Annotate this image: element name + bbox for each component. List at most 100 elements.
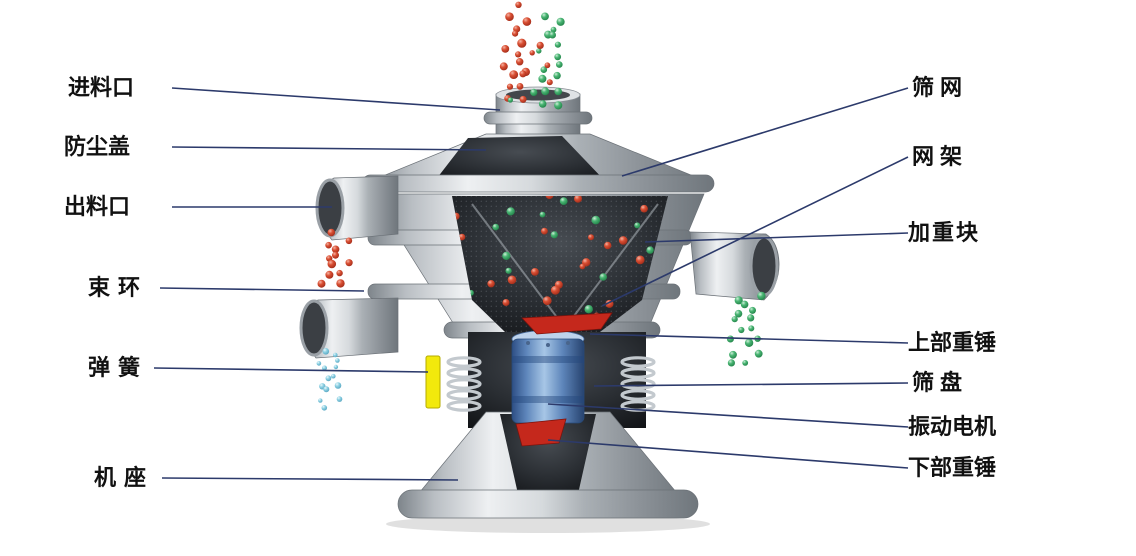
particle	[502, 299, 510, 306]
label-weight-block: 加重块	[908, 220, 981, 245]
particle	[731, 316, 738, 323]
lower-hammer-weight	[515, 418, 567, 447]
particle	[550, 285, 560, 295]
particle	[640, 204, 648, 213]
label-mesh-frame: 网架	[912, 144, 969, 169]
spring-highlight-bar	[425, 355, 441, 409]
label-machine-base: 机座	[94, 465, 155, 490]
leader-upper-hammer	[589, 333, 909, 344]
particle	[541, 12, 549, 21]
particle	[554, 101, 563, 110]
particle	[331, 373, 336, 379]
particle	[336, 269, 343, 277]
particle	[325, 375, 332, 382]
leader-vibration-motor	[547, 403, 909, 428]
particle	[507, 275, 517, 285]
label-upper-hammer: 上部重锤	[908, 330, 997, 355]
particle	[734, 309, 743, 318]
particle	[541, 87, 550, 96]
particle	[574, 196, 582, 203]
particle	[549, 31, 556, 39]
particle	[545, 196, 554, 199]
discharge-spout-right	[689, 231, 780, 301]
particles-left-outlet	[317, 228, 353, 288]
label-lower-hammer: 下部重锤	[908, 455, 997, 480]
particle	[321, 405, 328, 411]
particle	[729, 350, 737, 359]
particle	[748, 325, 755, 332]
particle	[322, 365, 327, 371]
particle	[635, 255, 645, 265]
particle	[507, 97, 513, 103]
particle	[335, 358, 340, 363]
leader-feed-inlet	[171, 87, 501, 111]
particle	[531, 268, 539, 276]
particle	[519, 95, 527, 103]
particle	[336, 396, 343, 402]
leader-lines	[153, 87, 909, 481]
particle	[539, 211, 546, 218]
particle	[747, 314, 755, 322]
particle	[744, 338, 754, 347]
spring-coil-right	[620, 356, 656, 412]
particles-right-outlet	[726, 291, 766, 367]
discharge-spout-lower-left	[299, 297, 399, 359]
particle	[646, 246, 654, 254]
particle	[334, 382, 342, 389]
leader-machine-base	[161, 477, 459, 481]
leader-screen-mesh	[621, 87, 909, 177]
vibrating-sieve-machine	[299, 1, 780, 533]
particle	[554, 41, 562, 48]
particle	[559, 197, 568, 206]
particle	[536, 48, 542, 54]
particle	[554, 53, 562, 61]
particle	[550, 26, 557, 33]
particle	[754, 349, 763, 358]
particle	[509, 70, 519, 79]
particle	[634, 222, 641, 229]
particle	[588, 234, 594, 241]
particle	[522, 17, 532, 26]
label-discharge-outlet: 出料口	[64, 194, 131, 219]
particle	[327, 228, 336, 237]
particle	[734, 296, 743, 305]
particle	[345, 259, 353, 267]
suspension-springs	[425, 355, 656, 412]
leader-mesh-frame	[601, 156, 909, 307]
discharge-spout-upper-left	[315, 175, 399, 241]
particle	[515, 51, 522, 58]
particle	[538, 74, 547, 83]
particle	[516, 58, 524, 66]
particle	[546, 79, 553, 86]
cutaway-interior	[452, 196, 668, 332]
particle	[505, 267, 512, 274]
vibration-motor-assembly	[511, 330, 585, 424]
particle	[738, 326, 745, 334]
particle	[550, 231, 558, 239]
particle	[322, 348, 330, 355]
particle	[516, 83, 524, 90]
particle	[529, 50, 535, 56]
particle	[317, 279, 326, 288]
particle	[325, 270, 334, 279]
particle	[502, 251, 511, 260]
spring-coil-left	[446, 356, 482, 412]
cover-rim-ring	[361, 174, 715, 193]
particle	[318, 398, 323, 403]
particle	[538, 100, 547, 108]
leader-spring	[153, 367, 429, 373]
label-screen-mesh: 筛网	[912, 75, 969, 100]
particle	[604, 241, 612, 250]
particle-stream-green	[536, 12, 565, 110]
particle	[506, 207, 515, 216]
particle	[492, 223, 500, 231]
mesh-funnel-edge-right	[573, 203, 659, 317]
machine-base-body	[386, 411, 710, 533]
mesh-funnel-edge-left	[471, 203, 557, 317]
upper-hammer-weight	[521, 312, 613, 335]
particle	[332, 251, 339, 259]
particle	[618, 236, 628, 245]
particle	[591, 215, 601, 225]
label-dust-cover: 防尘盖	[64, 134, 131, 159]
